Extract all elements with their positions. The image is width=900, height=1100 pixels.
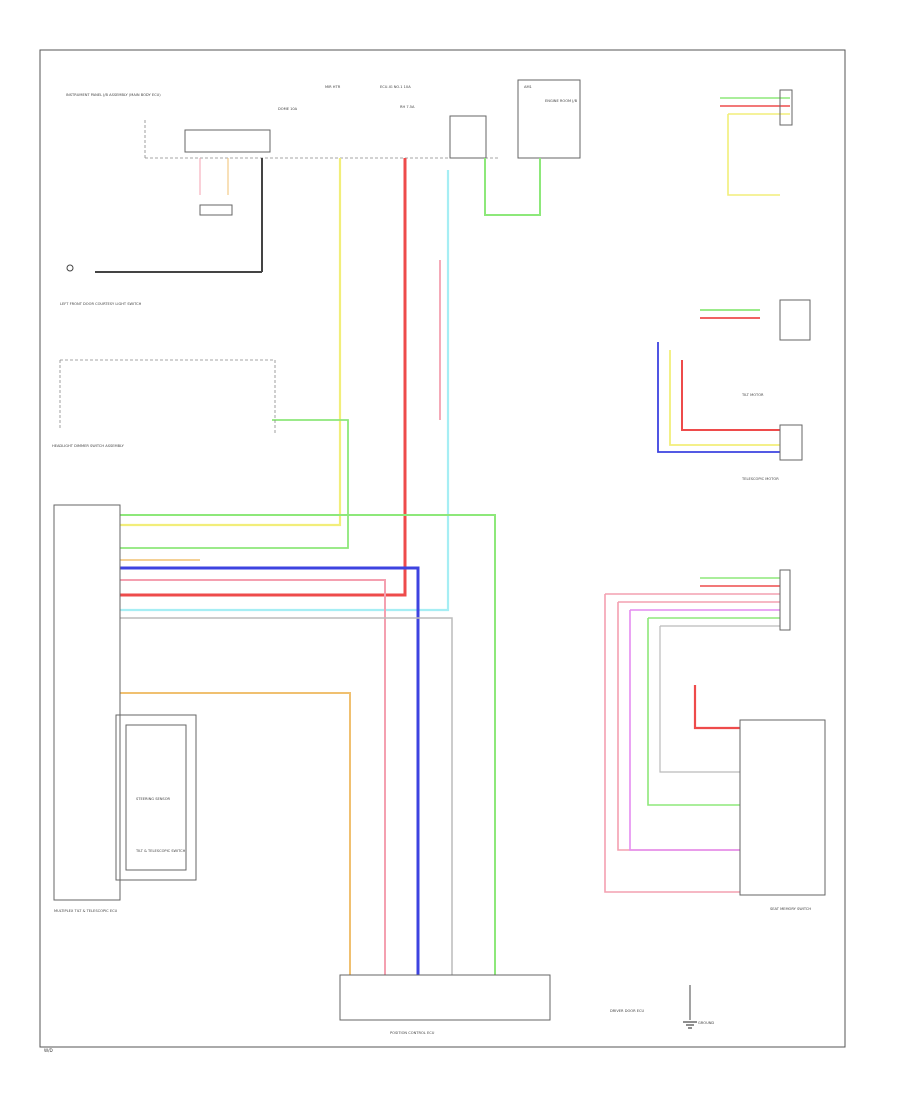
tilt-telescopic-switch-label: TILT & TELESCOPIC SWITCH (135, 849, 186, 853)
wire-blue (120, 566, 420, 975)
wire-yellow (120, 158, 342, 527)
fuse-dome-label: DOME 10A (278, 107, 298, 111)
wire-green-long (120, 514, 496, 975)
fuse-am1-label: AM1 (524, 85, 532, 89)
wire-orange (120, 692, 351, 975)
seat-memory-switch-label: SEAT MEMORY SWITCH (770, 907, 811, 911)
telescopic-motor-label: TELESCOPIC MOTOR (741, 477, 779, 481)
tilt-motor-label: TILT MOTOR (741, 393, 764, 397)
right-components: SEAT MEMORY SWITCH TILT MOTOR TELESCOPIC… (739, 89, 826, 911)
courtesy-switch-group: LEFT FRONT DOOR COURTESY LIGHT SWITCH (60, 158, 263, 306)
instrument-panel-label: INSTRUMENT PANEL J/B ASSEMBLY (MAIN BODY… (66, 93, 161, 97)
fuse-rh-label: RH 7.5A (400, 105, 415, 109)
light-switch-assembly: HEADLIGHT DIMMER SWITCH ASSEMBLY (52, 359, 276, 448)
steering-sensor-label: STEERING SENSOR (136, 797, 171, 801)
wire-green-top (484, 158, 541, 216)
multiplex-ecu-label: MULTIPLEX TILT & TELESCOPIC ECU (54, 909, 118, 913)
wire-green-switch (120, 419, 349, 549)
ground-label: GROUND (698, 1021, 714, 1025)
courtesy-switch-label: LEFT FRONT DOOR COURTESY LIGHT SWITCH (60, 302, 142, 306)
multiplex-ecu: MULTIPLEX TILT & TELESCOPIC ECU STEERING… (53, 504, 197, 913)
wire-gray (120, 617, 453, 975)
instrument-panel-bus: INSTRUMENT PANEL J/B ASSEMBLY (MAIN BODY… (66, 79, 581, 159)
steering-sensor-box (115, 714, 197, 881)
driver-door-ecu-label: DRIVER DOOR ECU (610, 1009, 645, 1013)
wire-red (120, 158, 407, 597)
wire-cyan (120, 170, 450, 612)
light-switch-label: HEADLIGHT DIMMER SWITCH ASSEMBLY (52, 444, 125, 448)
ground-symbol: GROUND (683, 985, 714, 1029)
fuse-mirror-label: MIR HTR (325, 85, 341, 89)
wire-bundle (120, 97, 790, 975)
seat-memory-switch-box (739, 719, 826, 896)
fuse-ecu-ig-label: ECU-IG NO.1 10A (380, 85, 411, 89)
engine-room-jb-box (517, 79, 581, 159)
position-control-connector: POSITION CONTROL ECU DRIVER DOOR ECU (339, 974, 645, 1035)
footer-label: W/D (44, 1048, 53, 1053)
diagram-frame (39, 49, 846, 1048)
wire-pink-long (120, 579, 386, 975)
position-control-ecu-label: POSITION CONTROL ECU (390, 1031, 435, 1035)
engine-room-jb-label: ENGINE ROOM J/B (545, 99, 578, 103)
